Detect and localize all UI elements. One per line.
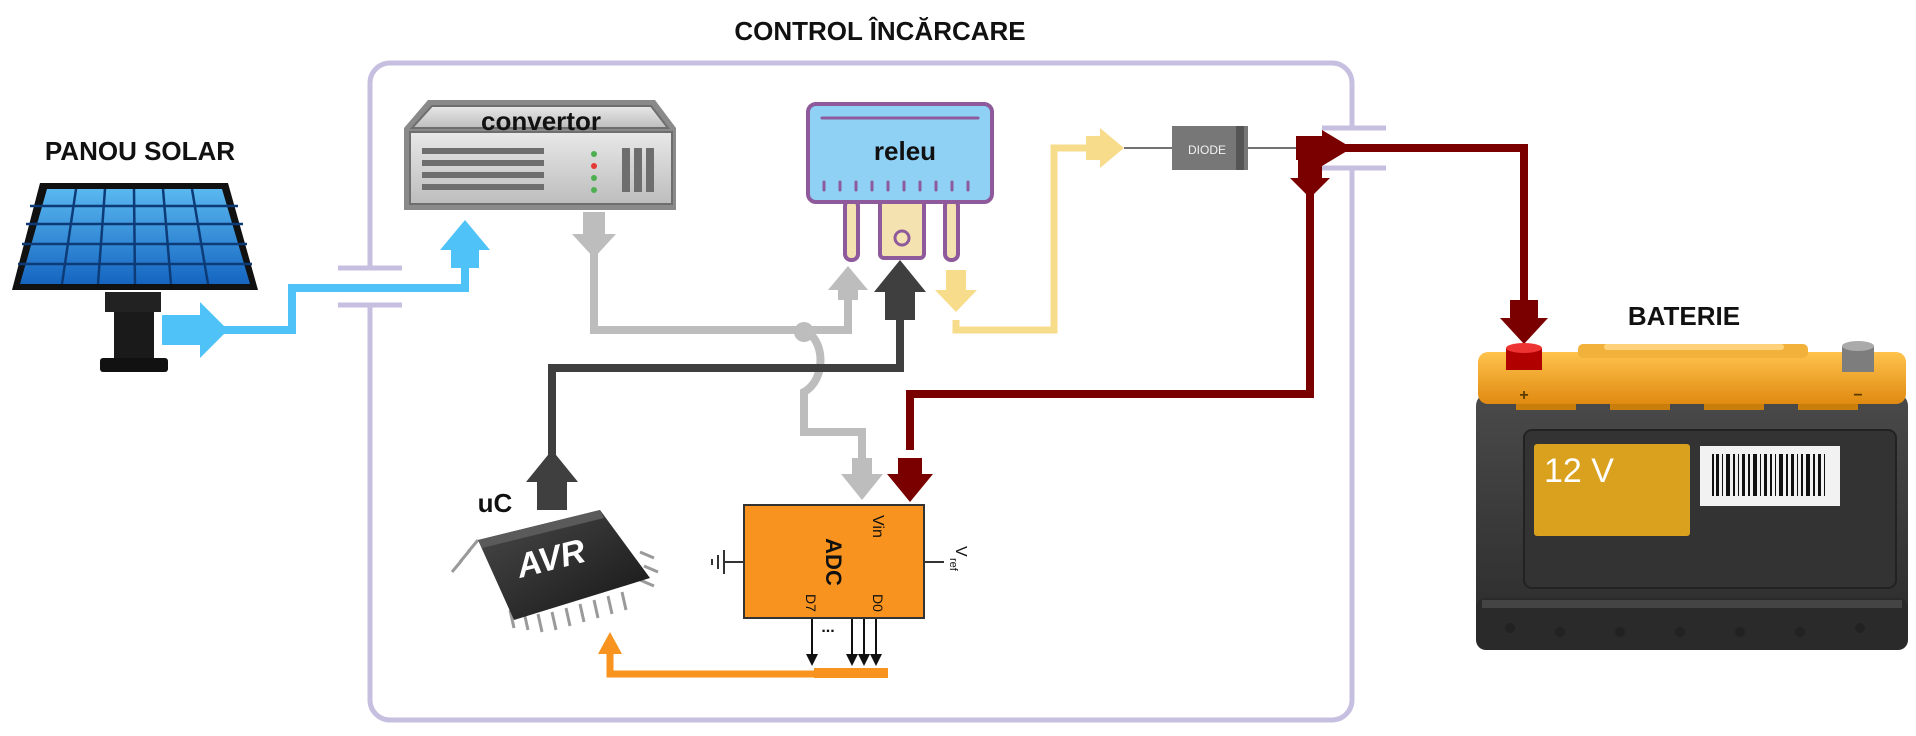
control-frame	[367, 60, 1355, 723]
relay-out-arrow	[935, 270, 977, 312]
converter-icon	[404, 100, 676, 210]
diode-out-arrow	[1296, 130, 1352, 166]
adc-sense-down-arrow	[1290, 160, 1330, 198]
converter-output-path	[590, 228, 866, 458]
adc-icon	[711, 504, 944, 619]
adc-vin-label: Vin	[869, 515, 886, 538]
adc-d0-label: D0	[870, 594, 886, 612]
adc-data-bus	[598, 632, 888, 678]
mcu-up-arrow	[526, 450, 578, 510]
adc-ellipsis: ...	[821, 619, 834, 636]
battery-charge-path	[906, 144, 1528, 450]
battery-icon	[1476, 341, 1908, 650]
battery-minus-label: −	[1853, 387, 1862, 404]
solar-panel-label: PANOU SOLAR	[45, 136, 235, 166]
solar-panel-icon	[12, 183, 258, 372]
battery-label: BATERIE	[1628, 301, 1740, 331]
adc-vref-label: V	[952, 546, 969, 557]
relay-dark-arrow	[874, 260, 926, 320]
converter-label: convertor	[481, 106, 601, 136]
adc-vin-gray-arrow	[841, 458, 883, 500]
battery-voltage-label: 12 V	[1544, 452, 1614, 490]
adc-d7-label: D7	[803, 594, 819, 612]
adc-label: ADC	[821, 538, 846, 586]
relay-icon	[806, 102, 994, 262]
relay-output-path	[952, 144, 1090, 334]
diode-icon	[1124, 126, 1300, 170]
diode-in-arrow	[1086, 128, 1124, 168]
mcu-relay-path	[548, 300, 904, 470]
diagram-title: CONTROL ÎNCĂRCARE	[734, 16, 1025, 46]
adc-vref-subscript: ref	[947, 558, 959, 572]
mcu-label: uC	[478, 488, 513, 518]
battery-in-arrow	[1500, 300, 1548, 344]
adc-vin-red-arrow	[887, 458, 933, 502]
adc-output-pins	[811, 618, 877, 658]
mcu-chip-icon	[450, 510, 659, 633]
relay-gray-arrow	[828, 266, 868, 300]
diode-label: DIODE	[1188, 143, 1226, 157]
solar-power-path	[162, 220, 490, 358]
battery-plus-label: +	[1519, 387, 1528, 404]
converter-out-arrow	[572, 212, 616, 258]
relay-label: releu	[874, 136, 936, 166]
